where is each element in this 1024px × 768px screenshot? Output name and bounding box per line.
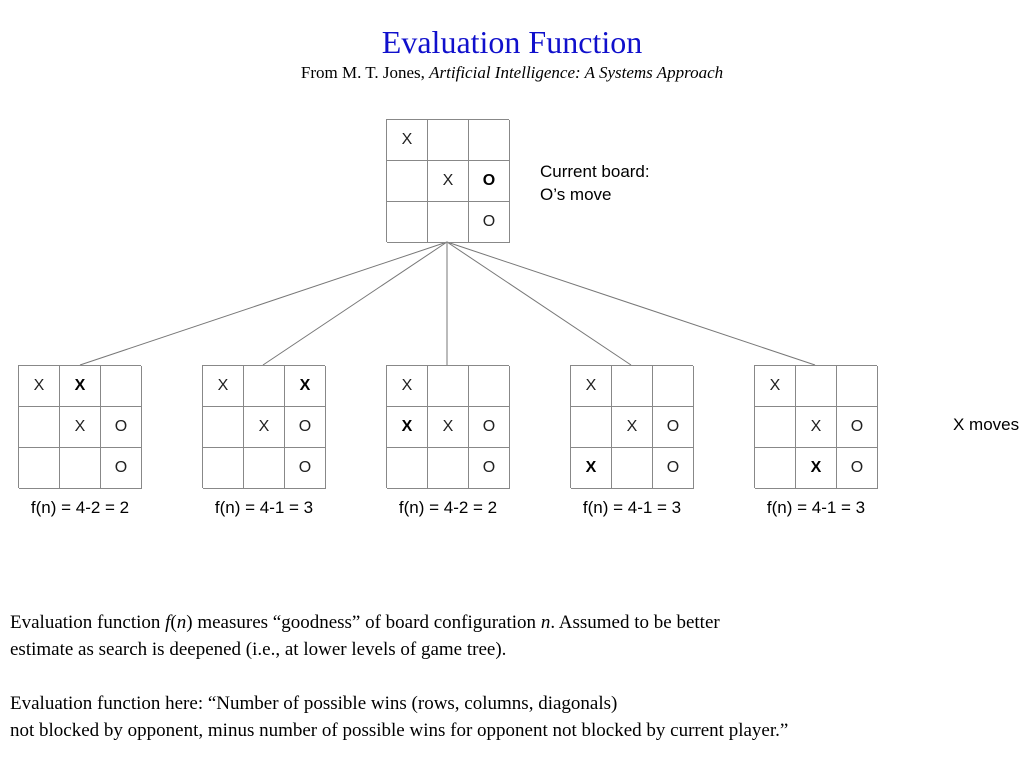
explanation-paragraph-2: Evaluation function here: “Number of pos… <box>10 690 788 744</box>
current-board-label-line1: Current board: <box>540 162 650 181</box>
paragraph2-line1: Evaluation function here: “Number of pos… <box>10 693 618 714</box>
board-cell: X <box>203 366 244 407</box>
board-cell: O <box>469 448 510 489</box>
board-cell <box>612 448 653 489</box>
board-cell <box>387 448 428 489</box>
board-cell <box>428 202 469 243</box>
board-cell <box>244 448 285 489</box>
tree-edge <box>262 241 448 366</box>
board-cell: X <box>387 366 428 407</box>
board-cell: O <box>653 448 694 489</box>
board-cell: X <box>571 366 612 407</box>
board-cell <box>428 366 469 407</box>
board-cell: O <box>653 407 694 448</box>
board-cell <box>469 366 510 407</box>
board-cell: O <box>101 407 142 448</box>
current-board-label: Current board: O’s move <box>540 160 650 206</box>
board-cell: O <box>837 448 878 489</box>
board-cell <box>837 366 878 407</box>
board-cell: O <box>285 407 326 448</box>
board-cell: O <box>469 407 510 448</box>
board-cell: O <box>285 448 326 489</box>
board-cell <box>203 407 244 448</box>
level-label: X moves <box>953 415 1020 434</box>
current-board-label-line2: O’s move <box>540 185 612 204</box>
child-eval-label-2: f(n) = 4-1 = 3 <box>214 498 314 517</box>
board-cell <box>19 448 60 489</box>
board-cell: X <box>19 366 60 407</box>
board-cell: X <box>60 366 101 407</box>
board-cell: X <box>387 407 428 448</box>
board-cell <box>428 120 469 161</box>
board-cell: X <box>571 448 612 489</box>
board-cell <box>387 202 428 243</box>
board-cell: X <box>244 407 285 448</box>
board-cell: X <box>285 366 326 407</box>
board-cell <box>203 448 244 489</box>
child-eval-label-4: f(n) = 4-1 = 3 <box>582 498 682 517</box>
board-cell: O <box>101 448 142 489</box>
board-cell: X <box>612 407 653 448</box>
subtitle-author: From M. T. Jones, <box>300 63 430 82</box>
child-eval-label-5: f(n) = 4-1 = 3 <box>766 498 866 517</box>
board-cell <box>755 448 796 489</box>
tree-edge <box>446 241 632 366</box>
board-cell <box>244 366 285 407</box>
board-cell: X <box>796 448 837 489</box>
board-cell: O <box>469 161 510 202</box>
board-cell <box>755 407 796 448</box>
board-cell <box>428 448 469 489</box>
board-cell: O <box>469 202 510 243</box>
child-eval-label-1: f(n) = 4-2 = 2 <box>30 498 130 517</box>
board-cell: X <box>428 161 469 202</box>
paragraph2-line2: not blocked by opponent, minus number of… <box>10 720 789 741</box>
board-cell <box>612 366 653 407</box>
board-cell: X <box>387 120 428 161</box>
child-eval-label-3: f(n) = 4-2 = 2 <box>398 498 498 517</box>
paragraph1-line2: estimate as search is deepened (i.e., at… <box>10 639 507 660</box>
board-cell: X <box>428 407 469 448</box>
board-cell <box>101 366 142 407</box>
explanation-paragraph-1: Evaluation function f(n) measures “goodn… <box>10 609 720 663</box>
paragraph1-line1: Evaluation function f(n) measures “goodn… <box>10 612 720 633</box>
board-cell <box>796 366 837 407</box>
tree-edge <box>446 241 816 366</box>
slide-subtitle: From M. T. Jones, Artificial Intelligenc… <box>0 62 1024 84</box>
board-cell: X <box>60 407 101 448</box>
board-cell: X <box>755 366 796 407</box>
subtitle-book-title: Artificial Intelligence: A Systems Appro… <box>429 63 724 82</box>
board-cell <box>653 366 694 407</box>
board-cell <box>19 407 60 448</box>
board-cell <box>469 120 510 161</box>
board-cell <box>60 448 101 489</box>
tree-edge <box>79 241 448 366</box>
board-cell: O <box>837 407 878 448</box>
board-cell <box>571 407 612 448</box>
slide-title: Evaluation Function <box>381 24 643 60</box>
board-cell <box>387 161 428 202</box>
board-cell: X <box>796 407 837 448</box>
